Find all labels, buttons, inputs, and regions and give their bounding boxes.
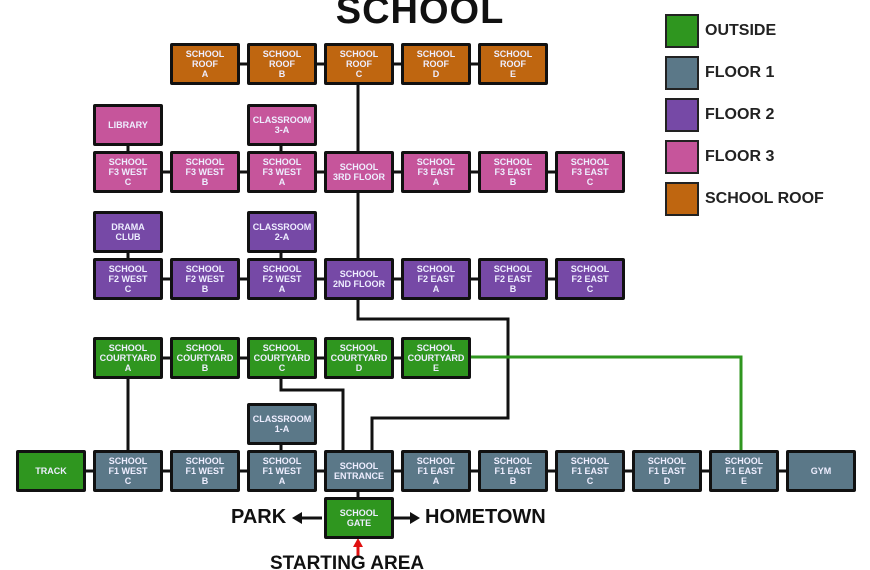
room-school-f3-east-b[interactable]: SCHOOL F3 EAST B bbox=[478, 151, 548, 193]
room-school-f1-west-b[interactable]: SCHOOL F1 WEST B bbox=[170, 450, 240, 492]
room-school-f1-east-e[interactable]: SCHOOL F1 EAST E bbox=[709, 450, 779, 492]
room-school-f2-west-c[interactable]: SCHOOL F2 WEST C bbox=[93, 258, 163, 300]
starting-area-label: STARTING AREA bbox=[270, 553, 425, 570]
legend-swatch-floor1 bbox=[665, 56, 699, 90]
legend-swatch-roof bbox=[665, 182, 699, 216]
room-school-f1-east-c[interactable]: SCHOOL F1 EAST C bbox=[555, 450, 625, 492]
legend-label-floor3: FLOOR 3 bbox=[705, 148, 775, 165]
room-school-roof-d[interactable]: SCHOOL ROOF D bbox=[401, 43, 471, 85]
legend-swatch-floor2 bbox=[665, 98, 699, 132]
room-school-3rd-floor[interactable]: SCHOOL 3RD FLOOR bbox=[324, 151, 394, 193]
park-arrowhead bbox=[292, 512, 302, 524]
map-title: SCHOOL bbox=[335, 0, 505, 32]
room-school-f1-east-d[interactable]: SCHOOL F1 EAST D bbox=[632, 450, 702, 492]
room-school-f1-east-a[interactable]: SCHOOL F1 EAST A bbox=[401, 450, 471, 492]
room-school-courtyard-e[interactable]: SCHOOL COURTYARD E bbox=[401, 337, 471, 379]
hometown-exit-label[interactable]: HOMETOWN bbox=[425, 506, 546, 528]
room-school-f1-west-c[interactable]: SCHOOL F1 WEST C bbox=[93, 450, 163, 492]
room-school-f2-east-c[interactable]: SCHOOL F2 EAST C bbox=[555, 258, 625, 300]
2nd-to-entrance-link bbox=[356, 300, 510, 451]
room-school-courtyard-d[interactable]: SCHOOL COURTYARD D bbox=[324, 337, 394, 379]
courtyard-e-to-f1-east-e-link bbox=[470, 355, 743, 451]
room-school-f2-east-a[interactable]: SCHOOL F2 EAST A bbox=[401, 258, 471, 300]
legend-label-roof: SCHOOL ROOF bbox=[705, 190, 824, 207]
legend-label-outside: OUTSIDE bbox=[705, 22, 777, 39]
room-school-f2-west-b[interactable]: SCHOOL F2 WEST B bbox=[170, 258, 240, 300]
room-school-courtyard-a[interactable]: SCHOOL COURTYARD A bbox=[93, 337, 163, 379]
legend-swatch-floor3 bbox=[665, 140, 699, 174]
room-school-f3-west-c[interactable]: SCHOOL F3 WEST C bbox=[93, 151, 163, 193]
room-school-f1-east-b[interactable]: SCHOOL F1 EAST B bbox=[478, 450, 548, 492]
room-school-f3-east-c[interactable]: SCHOOL F3 EAST C bbox=[555, 151, 625, 193]
room-classroom-2-a[interactable]: CLASSROOM 2-A bbox=[247, 211, 317, 253]
room-library[interactable]: LIBRARY bbox=[93, 104, 163, 146]
room-school-f2-east-b[interactable]: SCHOOL F2 EAST B bbox=[478, 258, 548, 300]
room-drama-club[interactable]: DRAMA CLUB bbox=[93, 211, 163, 253]
park-exit-label[interactable]: PARK bbox=[231, 506, 287, 528]
room-school-f1-west-a[interactable]: SCHOOL F1 WEST A bbox=[247, 450, 317, 492]
room-school-courtyard-c[interactable]: SCHOOL COURTYARD C bbox=[247, 337, 317, 379]
room-school-2nd-floor[interactable]: SCHOOL 2ND FLOOR bbox=[324, 258, 394, 300]
room-school-f3-west-b[interactable]: SCHOOL F3 WEST B bbox=[170, 151, 240, 193]
room-track[interactable]: TRACK bbox=[16, 450, 86, 492]
hometown-arrowhead bbox=[410, 512, 420, 524]
legend-label-floor2: FLOOR 2 bbox=[705, 106, 775, 123]
courtyard-c-to-entrance-link bbox=[279, 379, 345, 451]
room-school-roof-e[interactable]: SCHOOL ROOF E bbox=[478, 43, 548, 85]
room-classroom-1-a[interactable]: CLASSROOM 1-A bbox=[247, 403, 317, 445]
room-classroom-3-a[interactable]: CLASSROOM 3-A bbox=[247, 104, 317, 146]
room-school-entrance[interactable]: SCHOOL ENTRANCE bbox=[324, 450, 394, 492]
room-school-f3-west-a[interactable]: SCHOOL F3 WEST A bbox=[247, 151, 317, 193]
legend-swatch-outside bbox=[665, 14, 699, 48]
room-school-f3-east-a[interactable]: SCHOOL F3 EAST A bbox=[401, 151, 471, 193]
room-school-roof-a[interactable]: SCHOOL ROOF A bbox=[170, 43, 240, 85]
start-arrowhead bbox=[353, 538, 363, 547]
legend-label-floor1: FLOOR 1 bbox=[705, 64, 775, 81]
room-school-courtyard-b[interactable]: SCHOOL COURTYARD B bbox=[170, 337, 240, 379]
room-school-gate[interactable]: SCHOOL GATE bbox=[324, 497, 394, 539]
room-school-f2-west-a[interactable]: SCHOOL F2 WEST A bbox=[247, 258, 317, 300]
room-school-roof-b[interactable]: SCHOOL ROOF B bbox=[247, 43, 317, 85]
room-school-roof-c[interactable]: SCHOOL ROOF C bbox=[324, 43, 394, 85]
room-gym[interactable]: GYM bbox=[786, 450, 856, 492]
